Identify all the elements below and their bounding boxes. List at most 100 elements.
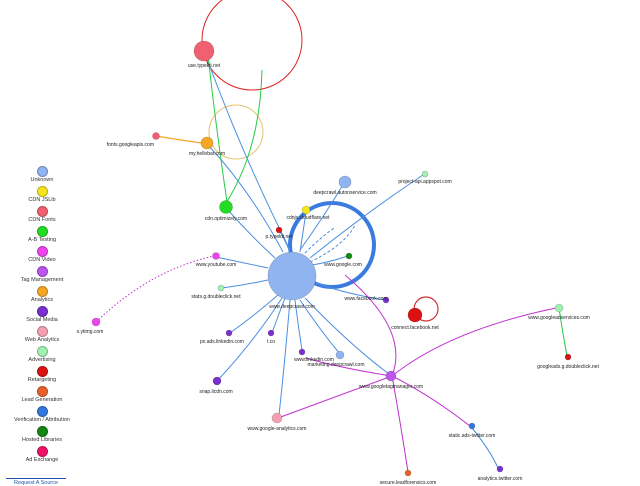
legend-label: Lead Generation (21, 397, 63, 403)
legend-item[interactable]: Ad Exchange (0, 446, 92, 466)
edge (299, 299, 341, 355)
legend-label: Hosted Libraries (21, 437, 63, 443)
graph-node[interactable] (225, 329, 233, 337)
graph-node[interactable] (275, 226, 283, 234)
legend-swatch (37, 246, 48, 257)
edge (204, 52, 291, 251)
node-label: www.google.com (324, 262, 362, 268)
graph-node[interactable] (200, 136, 214, 150)
graph-node[interactable] (193, 40, 215, 62)
graph-node[interactable] (421, 170, 429, 178)
node-label: marketing.deepcrawl.com (308, 362, 365, 368)
legend-item[interactable]: Social Media (0, 306, 92, 326)
graph-node[interactable] (335, 350, 345, 360)
node-label: analytics.twitter.com (478, 476, 523, 482)
graph-node[interactable] (345, 252, 353, 260)
edge (299, 182, 345, 251)
node-label: cdnjs.cloudflare.net (286, 215, 330, 221)
legend-label: Verification / Attribution (14, 417, 70, 423)
graph-node[interactable] (91, 317, 101, 327)
node-label: static.ads-twitter.com (449, 433, 496, 439)
legend-item[interactable]: Hosted Libraries (0, 426, 92, 446)
edge (277, 375, 393, 419)
legend-item[interactable]: Lead Generation (0, 386, 92, 406)
graph-node[interactable] (554, 303, 564, 313)
edge (304, 357, 393, 377)
legend-label: Retargeting (27, 377, 57, 383)
graph-node[interactable] (212, 376, 222, 386)
graph-node[interactable] (267, 329, 275, 337)
edge (309, 174, 424, 259)
node-label: cdn.optimizely.com (205, 216, 247, 222)
legend-item[interactable]: Retargeting (0, 366, 92, 386)
legend-label: Analytics (30, 297, 53, 303)
node-label: s.ytimg.com (77, 329, 104, 335)
legend-item[interactable]: Advertising (0, 346, 92, 366)
node-label: deepcrawl.autonservice.com (313, 190, 376, 196)
graph-node[interactable] (152, 132, 160, 140)
graph-node[interactable] (219, 200, 233, 214)
node-label: p.typekit.net (266, 234, 294, 240)
edge (215, 256, 269, 269)
legend-label: Tag Management (20, 277, 64, 283)
edge (227, 209, 276, 259)
graph-node[interactable] (382, 296, 390, 304)
legend-swatch (37, 406, 48, 417)
request-source-link[interactable]: Request A Source (6, 478, 66, 486)
graph-node[interactable] (271, 412, 283, 424)
node-label: www.linkedin.com (294, 357, 334, 363)
edge (221, 279, 269, 289)
graph-node[interactable] (564, 353, 572, 361)
edge (391, 375, 409, 473)
graph-node[interactable] (404, 469, 412, 477)
legend-item[interactable]: Web Analytics (0, 326, 92, 346)
edge (294, 299, 303, 351)
graph-node[interactable] (338, 175, 352, 189)
legend-swatch (37, 446, 48, 457)
legend-item[interactable]: Tag Management (0, 266, 92, 286)
node-label: t.co (267, 339, 275, 345)
graph-node[interactable] (407, 307, 423, 323)
node-label: px.ads.linkedin.com (200, 339, 244, 345)
edge (299, 211, 307, 253)
node-label: www.googletagmanager.com (359, 384, 423, 390)
graph-node[interactable] (298, 348, 306, 356)
graph-node[interactable] (217, 284, 225, 292)
legend-item[interactable]: Analytics (0, 286, 92, 306)
graph-node[interactable] (212, 252, 220, 260)
node-label: secure.leadforensics.com (380, 480, 437, 485)
edge (229, 294, 279, 334)
legend-item[interactable]: Verification / Attribution (0, 406, 92, 426)
edge (207, 54, 228, 203)
graph-node[interactable] (496, 465, 504, 473)
edge (217, 297, 283, 381)
graph-node[interactable] (468, 422, 476, 430)
legend-label: Ad Exchange (25, 457, 59, 463)
node-label: connect.facebook.net (391, 325, 439, 331)
node-label: www.google-analytics.com (248, 426, 307, 432)
graph-node[interactable] (385, 370, 397, 382)
legend-label: Unknown (30, 177, 54, 183)
edge (304, 297, 390, 375)
legend-swatch (37, 226, 48, 237)
legend-item[interactable]: Unknown (0, 166, 92, 186)
legend-label: Web Analytics (24, 337, 60, 343)
legend-item[interactable]: CDN JSLib (0, 186, 92, 206)
node-label: use.typekit.net (188, 63, 221, 69)
legend-item[interactable]: CDN Video (0, 246, 92, 266)
graph-node[interactable] (301, 205, 311, 215)
legend-label: CDN Video (28, 257, 56, 263)
node-label: www.youtube.com (196, 262, 237, 268)
edge (311, 255, 349, 266)
edge (471, 427, 499, 469)
legend-swatch (37, 426, 48, 437)
node-label: www.googleadservices.com (528, 315, 590, 321)
legend-swatch (37, 186, 48, 197)
edge (304, 227, 335, 254)
node-label: stats.g.doubleclick.net (191, 294, 241, 300)
legend-item[interactable]: CDN Fonts (0, 206, 92, 226)
legend-swatch (37, 286, 48, 297)
legend-item[interactable]: A-B Testing (0, 226, 92, 246)
graph-node[interactable] (267, 251, 317, 301)
